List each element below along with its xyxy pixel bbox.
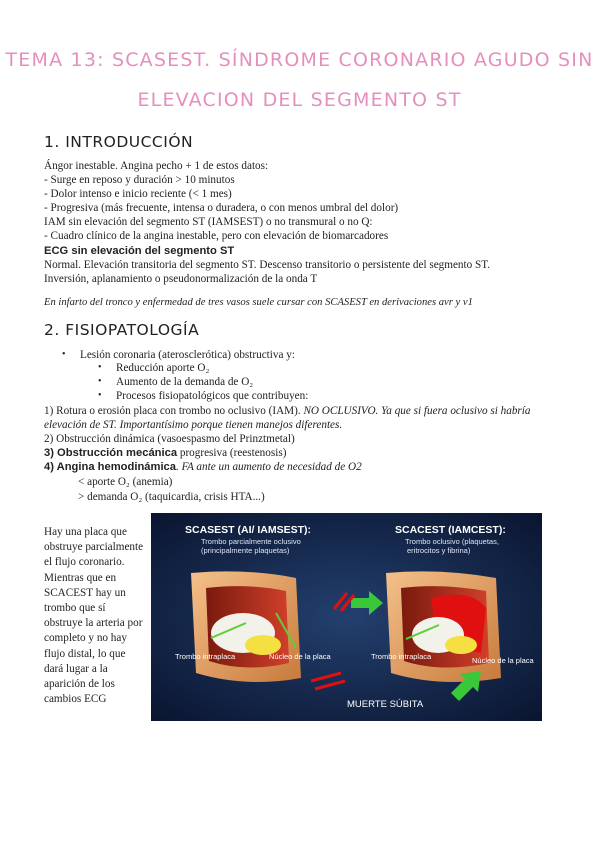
right-vessel-drawing <box>386 571 501 682</box>
bullet-dot: • <box>98 362 102 373</box>
item-4-sub: > demanda O₂ (taquicardia, crisis HTA...… <box>78 491 265 503</box>
figure-left-title: SCASEST (AI/ IAMSEST): <box>185 524 311 536</box>
item-3-bold: 3) Obstrucción mecánica <box>44 447 178 459</box>
item-4-italic: . FA ante un aumento de necesidad de O2 <box>176 461 362 473</box>
bullet-dot: • <box>98 376 102 387</box>
title-line-1: TEMA 13: SCASEST. SÍNDROME CORONARIO AGU… <box>5 49 594 71</box>
item-4-sub: < aporte O₂ (anemia) <box>78 476 173 488</box>
figure-side-text: Hay una placa que obstruye parcialmente … <box>44 526 144 706</box>
ecg-heading: ECG sin elevación del segmento ST <box>44 245 235 257</box>
intro-line: - Surge en reposo y duración > 10 minuto… <box>44 174 235 186</box>
item-2: 2) Obstrucción dinámica (vasoespasmo del… <box>44 433 295 445</box>
title-line-2: ELEVACION DEL SEGMENTO ST <box>137 89 462 111</box>
figure-right-sub1: Trombo oclusivo (plaquetas, <box>405 537 499 546</box>
bullet-dot: • <box>98 390 102 401</box>
item-3: 3) Obstrucción mecánica progresiva (rees… <box>44 446 286 460</box>
figure-label-muerte: MUERTE SÚBITA <box>347 699 424 710</box>
figure-left-sub2: (principalmente plaquetas) <box>201 546 290 555</box>
figure-label-trombo: Trombo intraplaca <box>175 652 236 661</box>
figure-right-sub2: eritrocitos y fibrina) <box>407 546 471 555</box>
scasest-vs-scacest-figure: SCASEST (AI/ IAMSEST): Trombo parcialmen… <box>151 513 542 721</box>
item-1-italic-cont: elevación de ST. Importantísimo porque t… <box>44 419 343 431</box>
left-vessel-drawing <box>191 571 301 682</box>
sub-bullet: Reducción aporte O₂ <box>116 362 210 374</box>
green-arrow-down <box>451 671 481 701</box>
sub-bullet: Aumento de la demanda de O₂ <box>116 376 254 388</box>
item-1-text: 1) Rotura o erosión placa con trombo no … <box>44 405 304 417</box>
item-4-bold: 4) Angina hemodinámica <box>44 461 176 473</box>
green-arrow-right <box>351 591 383 615</box>
bullet-main: Lesión coronaria (aterosclerótica) obstr… <box>80 349 295 361</box>
figure-label-trombo-2: Trombo intraplaca <box>371 652 432 661</box>
bullet-dot: • <box>62 349 66 360</box>
intro-line: - Progresiva (más frecuente, intensa o d… <box>44 202 399 214</box>
intro-line: - Cuadro clínico de la angina inestable,… <box>44 230 389 242</box>
item-1: 1) Rotura o erosión placa con trombo no … <box>44 404 531 418</box>
intro-line: IAM sin elevación del segmento ST (IAMSE… <box>44 216 373 228</box>
intro-line: - Dolor intenso e inicio reciente (< 1 m… <box>44 188 232 200</box>
item-3-rest: progresiva (reestenosis) <box>177 447 287 459</box>
sub-bullet: Procesos fisiopatológicos que contribuye… <box>116 390 309 402</box>
section-heading-intro: 1. INTRODUCCIÓN <box>44 133 194 151</box>
figure-label-nucleo: Núcleo de la placa <box>269 652 332 661</box>
item-1-italic: NO OCLUSIVO. Ya que si fuera oclusivo si… <box>303 405 531 417</box>
section-heading-fisiopatologia: 2. FISIOPATOLOGÍA <box>44 321 200 339</box>
figure-right-title: SCACEST (IAMCEST): <box>395 524 506 536</box>
ecg-line: Normal. Elevación transitoria del segmen… <box>44 259 491 271</box>
ecg-line: Inversión, aplanamiento o pseudonormaliz… <box>44 273 318 285</box>
intro-line: Ángor inestable. Angina pecho + 1 de est… <box>44 160 269 172</box>
figure-label-nucleo-2: Núcleo de la placa <box>472 656 535 665</box>
item-4: 4) Angina hemodinámica. FA ante un aumen… <box>44 460 362 474</box>
figure-left-sub1: Trombo parcialmente oclusivo <box>201 537 301 546</box>
intro-note: En infarto del tronco y enfermedad de tr… <box>44 297 473 308</box>
